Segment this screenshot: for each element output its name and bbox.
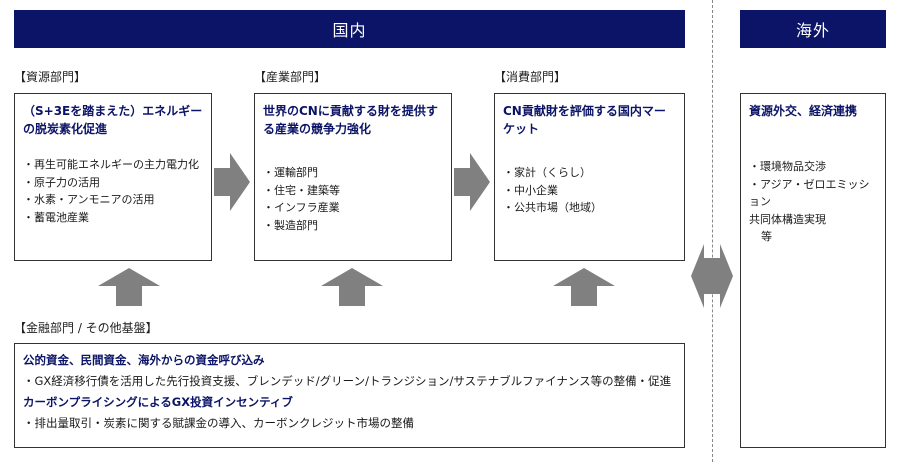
list-item: 等	[761, 230, 772, 243]
list-item: ・住宅・建築等	[263, 183, 340, 197]
list-item: ・環境物品交渉	[749, 160, 826, 173]
industry-title: 世界のCNに貢献する財を提供する産業の競争力強化	[263, 104, 438, 136]
resource-title: （S+3Eを踏まえた）エネルギーの脱炭素化促進	[23, 104, 203, 136]
list-item: 共同体構造実現	[749, 212, 826, 226]
overseas-title: 資源外交、経済連携	[749, 104, 858, 118]
domestic-banner-label: 国内	[332, 21, 367, 40]
finance-carbon-pricing-title: カーボンプライシングによるGX投資インセンティブ	[23, 395, 293, 409]
overseas-items: ・環境物品交渉 ・アジア・ゼロエミッション 共同体構造実現 等	[749, 158, 877, 246]
list-item: ・蓄電池産業	[23, 210, 89, 224]
list-item: ・再生可能エネルギーの主力電力化	[23, 158, 199, 171]
overseas-box: 資源外交、経済連携 ・環境物品交渉 ・アジア・ゼロエミッション 共同体構造実現 …	[740, 93, 886, 448]
consumption-section-label: 【消費部門】	[494, 70, 567, 84]
finance-carbon-pricing-detail: ・排出量取引・炭素に関する賦課金の導入、カーボンクレジット市場の整備	[23, 416, 414, 430]
double-arrow-icon	[691, 244, 733, 308]
finance-funding-detail: ・GX経済移行債を活用した先行投資支援、ブレンデッド/グリーン/トランジション/…	[23, 374, 672, 388]
finance-funding-title: 公的資金、民間資金、海外からの資金呼び込み	[23, 353, 265, 367]
industry-section-label: 【産業部門】	[254, 70, 327, 84]
list-item: ・原子力の活用	[23, 175, 100, 189]
list-item: ・家計（くらし）	[503, 166, 591, 179]
up-arrow-icon	[321, 268, 383, 306]
finance-box: 公的資金、民間資金、海外からの資金呼び込み ・GX経済移行債を活用した先行投資支…	[14, 343, 685, 448]
list-item: ・インフラ産業	[263, 201, 340, 214]
overseas-banner-label: 海外	[795, 21, 830, 40]
resource-box: （S+3Eを踏まえた）エネルギーの脱炭素化促進 ・再生可能エネルギーの主力電力化…	[14, 93, 212, 261]
consumption-box: CN貢献財を評価する国内マーケット ・家計（くらし） ・中小企業 ・公共市場（地…	[494, 93, 685, 261]
consumption-items: ・家計（くらし） ・中小企業 ・公共市場（地域）	[503, 164, 676, 217]
resource-items: ・再生可能エネルギーの主力電力化 ・原子力の活用 ・水素・アンモニアの活用 ・蓄…	[23, 156, 203, 226]
list-item: ・水素・アンモニアの活用	[23, 193, 155, 206]
resource-section-label: 【資源部門】	[14, 70, 87, 84]
list-item: ・製造部門	[263, 218, 318, 232]
industry-items: ・運輸部門 ・住宅・建築等 ・インフラ産業 ・製造部門	[263, 164, 443, 234]
list-item: ・中小企業	[503, 183, 558, 197]
up-arrow-icon	[553, 268, 615, 306]
overseas-banner: 海外	[740, 10, 886, 48]
up-arrow-icon	[98, 268, 160, 306]
list-item: ・公共市場（地域）	[503, 201, 602, 214]
finance-section-label: 【金融部門 / その他基盤】	[14, 321, 158, 335]
industry-box: 世界のCNに貢献する財を提供する産業の競争力強化 ・運輸部門 ・住宅・建築等 ・…	[254, 93, 452, 261]
consumption-title: CN貢献財を評価する国内マーケット	[503, 104, 666, 136]
domestic-banner: 国内	[14, 10, 685, 48]
right-arrow-icon	[454, 153, 490, 211]
domestic-overseas-divider	[712, 0, 713, 462]
right-arrow-icon	[214, 153, 250, 211]
list-item: ・運輸部門	[263, 166, 318, 179]
list-item: ・アジア・ゼロエミッション	[749, 177, 870, 209]
